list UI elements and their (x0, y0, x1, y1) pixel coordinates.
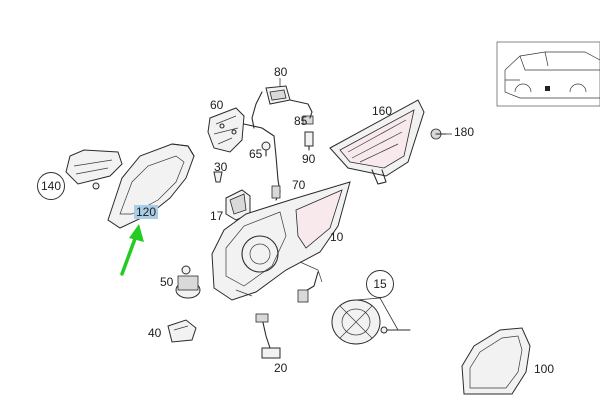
part-20-connector (255, 313, 281, 359)
part-15-adjustment-unit (331, 299, 411, 345)
part-85-connector (289, 99, 314, 125)
callout-80: 80 (274, 65, 288, 79)
part-180-bolt (430, 128, 447, 140)
callout-100: 100 (534, 362, 555, 376)
callout-30: 30 (214, 160, 228, 174)
part-17-actuator (225, 189, 251, 221)
callout-85: 85 (294, 114, 308, 128)
part-40-sensor (167, 319, 197, 343)
part-90-fastener (304, 131, 314, 151)
vehicle-locator-inset (496, 41, 600, 107)
callout-65: 65 (249, 147, 263, 161)
part-140-housing-cap (65, 149, 123, 190)
part-160-corner-trim (329, 99, 425, 185)
part-70-cable (271, 179, 281, 201)
callout-60: 60 (210, 98, 224, 112)
callout-90: 90 (302, 152, 316, 166)
callout-10: 10 (330, 230, 344, 244)
callout-180: 180 (454, 125, 475, 139)
callout-160: 160 (372, 104, 393, 118)
callout-17: 17 (210, 209, 224, 223)
callout-15: 15 (366, 270, 394, 298)
car-outline-icon (504, 51, 600, 99)
callout-40: 40 (148, 326, 162, 340)
part-80-module (251, 85, 291, 129)
part-30-clip (213, 171, 223, 183)
part-60-bracket (207, 107, 279, 181)
callout-70: 70 (292, 178, 306, 192)
green-arrow-icon (120, 224, 144, 276)
callout-120-highlighted: 120 (134, 205, 159, 219)
part-10-housing-frame (211, 181, 351, 303)
leader-15 (355, 297, 399, 331)
callout-20: 20 (274, 361, 288, 375)
part-65-screw (261, 141, 271, 157)
part-50-motor (175, 265, 201, 299)
callout-140: 140 (37, 172, 65, 200)
part-100-mirror-glass (461, 327, 531, 395)
callout-50: 50 (160, 275, 174, 289)
